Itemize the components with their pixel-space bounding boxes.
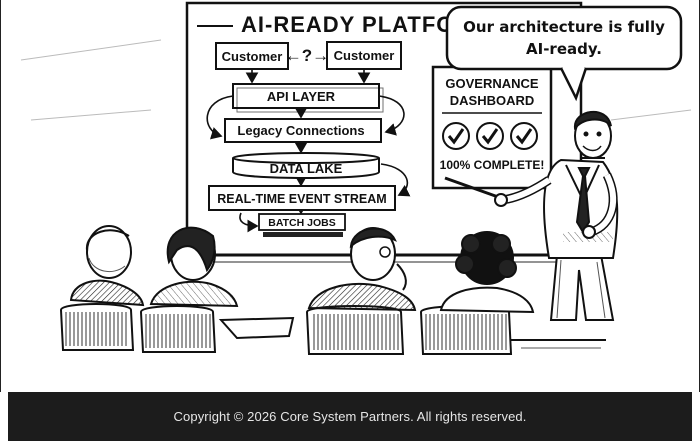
dashboard-title-line1: GOVERNANCE [445,76,539,91]
event-stream-label: REAL-TIME EVENT STREAM [217,192,386,206]
customer-connector: ←?→ [285,46,329,65]
presentation-scene: AI-READY PLATFORM Customer ←?→ Customer [20,1,692,355]
customer-right-label: Customer [334,48,395,63]
data-lake-cylinder: DATA LAKE [232,152,380,179]
api-layer-box: API LAYER [232,83,384,113]
audience-member-bald [69,225,145,307]
speech-bubble-text: Our architecture is fully AI-ready. [447,7,681,69]
legacy-connections-box: Legacy Connections [224,118,382,143]
audience-member-curly [439,231,535,314]
batch-jobs-label: BATCH JOBS [268,217,335,229]
audience-member-glasses [307,227,417,312]
dashboard-status: 100% COMPLETE! [440,158,545,172]
speech-bubble [445,5,683,102]
footer-bar: Copyright © 2026 Core System Partners. A… [8,392,692,441]
event-stream-box: REAL-TIME EVENT STREAM [208,185,396,211]
customer-box-left: Customer [215,42,289,70]
customer-box-right: Customer [326,41,402,70]
check-icon [510,122,538,150]
dashboard-title-line2: DASHBOARD [450,93,535,108]
wall-sketch [20,39,692,121]
check-icon [442,122,470,150]
legacy-connections-label: Legacy Connections [237,123,364,138]
speech-line-1: Our architecture is fully [463,18,665,36]
audience-member-woman [149,226,239,308]
governance-dashboard: GOVERNANCE DASHBOARD 100% COMPLETE! [431,65,553,190]
speech-line-2: AI-ready. [526,40,602,58]
cartoon-illustration: AI-READY PLATFORM Customer ←?→ Customer [0,0,700,392]
copyright-text: Copyright © 2026 Core System Partners. A… [173,409,527,424]
customer-left-label: Customer [222,49,283,64]
presenter-figure [444,110,619,321]
api-layer-label: API LAYER [267,89,336,104]
check-icon [476,122,504,150]
batch-jobs-box: BATCH JOBS [258,213,346,237]
data-lake-label: DATA LAKE [270,161,343,176]
audience-chairs [59,303,606,355]
